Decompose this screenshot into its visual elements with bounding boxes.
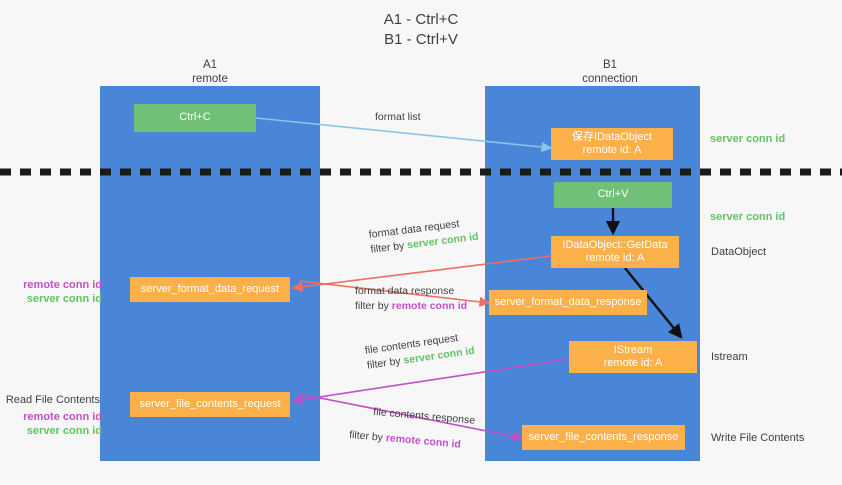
column-header-a1: A1 remote [130,58,290,86]
column-header-b1: B1 connection [530,58,690,86]
arrow-label-format-data-response-line1: format data response [355,285,455,297]
remote-conn-id-token: remote conn id [391,300,468,312]
left-label-group-2: remote conn id server conn id [10,410,102,438]
column-header-a1-sub: remote [192,73,228,85]
box-server-file-contents-request-label: server_file_contents_request [139,397,281,410]
left-label-read-file-contents: Read File Contents [5,394,100,406]
box-ctrl-v-label: Ctrl+V [597,188,629,201]
box-save-idataobject-title: 保存IDataObject [571,130,653,143]
box-ctrl-c[interactable]: Ctrl+C [134,104,256,132]
title-line-2: B1 - Ctrl+V [384,31,458,48]
arrow-label-format-data-response-line2: filter by remote conn id [355,299,467,314]
filter-by-text: filter by [366,354,405,372]
diagram-title: A1 - Ctrl+C B1 - Ctrl+V [0,10,842,50]
filter-by-text: filter by [355,300,392,312]
column-header-b1-sub: connection [582,73,638,85]
filter-by-text: filter by [348,428,387,445]
box-server-file-contents-response-label: server_file_contents_response [528,430,679,443]
box-getdata-title: IDataObject::GetData [562,238,668,251]
arrow-label-file-contents-request: file contents request filter by server c… [364,329,476,374]
right-label-dataobject: DataObject [711,246,767,258]
remote-conn-id-token: remote conn id [385,432,462,451]
left-label-remote-conn-id-2: remote conn id [23,411,102,423]
left-label-group-1: remote conn id server conn id [10,278,102,306]
arrow-label-format-data-request: format data request filter by server con… [368,215,479,258]
box-idataobject-getdata[interactable]: IDataObject::GetData remote id: A [551,236,679,268]
box-ctrl-v[interactable]: Ctrl+V [554,182,672,208]
box-server-format-data-request[interactable]: server_format_data_request [130,277,290,302]
right-label-server-conn-id-mid: server conn id [710,211,786,223]
left-label-server-conn-id-1: server conn id [26,293,102,305]
box-server-file-contents-request[interactable]: server_file_contents_request [130,392,290,417]
box-server-format-data-request-label: server_format_data_request [140,282,280,295]
filter-by-text: filter by [369,239,408,256]
box-save-idataobject-sub: remote id: A [582,144,642,156]
right-label-server-conn-id-top: server conn id [710,133,786,145]
box-server-format-data-response[interactable]: server_format_data_response [489,290,647,315]
box-server-file-contents-response[interactable]: server_file_contents_response [522,425,685,450]
column-header-a1-name: A1 [202,59,218,71]
box-save-idataobject[interactable]: 保存IDataObject remote id: A [551,128,673,160]
box-getdata-sub: remote id: A [585,252,645,264]
arrow-label-file-contents-response: file contents response filter by remote … [349,403,476,454]
right-label-write-file-contents: Write File Contents [711,432,805,444]
left-label-server-conn-id-2: server conn id [26,425,102,437]
box-istream-title: IStream [613,343,653,356]
arrow-label-format-list: format list [375,111,421,123]
arrow-label-format-data-response: format data response filter by remote co… [355,284,467,314]
box-istream-sub: remote id: A [603,357,663,369]
right-label-istream: Istream [711,351,748,363]
column-header-b1-name: B1 [602,59,618,71]
box-istream[interactable]: IStream remote id: A [569,341,697,373]
box-ctrl-c-label: Ctrl+C [179,111,211,124]
left-label-remote-conn-id-1: remote conn id [23,279,102,291]
title-line-1: A1 - Ctrl+C [383,11,459,28]
box-server-format-data-response-label: server_format_data_response [494,295,642,308]
